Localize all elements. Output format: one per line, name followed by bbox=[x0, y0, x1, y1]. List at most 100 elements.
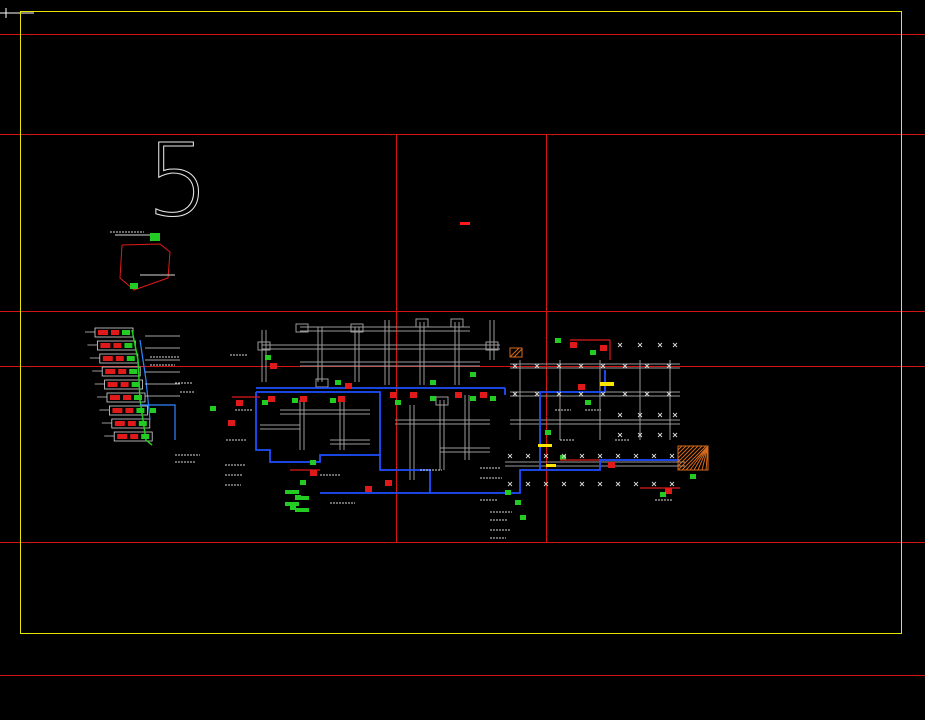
valve-icon bbox=[310, 460, 316, 465]
pipe-run bbox=[379, 455, 431, 493]
valve-icon bbox=[490, 396, 496, 401]
valve-icon bbox=[292, 398, 298, 403]
hatched-shaft-icon bbox=[509, 347, 523, 358]
valve-icon bbox=[590, 350, 596, 355]
diffuser-x-icon bbox=[597, 481, 603, 487]
equipment-unit-icon bbox=[365, 486, 372, 492]
diffuser-x-icon bbox=[657, 342, 663, 348]
diffuser-x-icon bbox=[578, 363, 584, 369]
equipment-unit-icon bbox=[102, 356, 113, 361]
pipe-run bbox=[140, 404, 176, 440]
valve-icon bbox=[515, 500, 521, 505]
ucs-icon bbox=[0, 8, 34, 18]
diffuser-x-icon bbox=[543, 453, 549, 459]
accent-marker bbox=[546, 464, 556, 467]
equipment-unit-icon bbox=[122, 330, 130, 335]
valve-icon bbox=[290, 505, 296, 510]
valve-icon bbox=[660, 492, 666, 497]
equipment-unit-icon bbox=[127, 421, 136, 426]
diffuser-x-icon bbox=[512, 363, 518, 369]
valve-icon bbox=[545, 430, 551, 435]
diffuser-x-icon bbox=[525, 453, 531, 459]
diffuser-x-icon bbox=[525, 481, 531, 487]
diffuser-x-icon bbox=[543, 481, 549, 487]
pipe-run bbox=[255, 391, 381, 463]
equipment-unit-icon bbox=[390, 392, 397, 398]
equipment-unit-icon bbox=[117, 434, 128, 439]
equipment-unit-icon bbox=[100, 343, 111, 348]
equipment-unit-icon bbox=[600, 345, 607, 351]
riser-pipe bbox=[131, 329, 153, 446]
diffuser-x-icon bbox=[669, 453, 675, 459]
diffuser-x-icon bbox=[556, 363, 562, 369]
equipment-unit-icon bbox=[665, 488, 672, 494]
equipment-unit-icon bbox=[120, 382, 129, 387]
equipment-unit-icon bbox=[480, 392, 487, 398]
equipment-unit-icon bbox=[345, 383, 352, 389]
cabinet-unit-icon bbox=[101, 366, 141, 377]
diffuser-x-icon bbox=[600, 391, 606, 397]
diffuser-x-icon bbox=[561, 453, 567, 459]
valve-icon bbox=[262, 400, 268, 405]
equipment-unit-icon bbox=[136, 408, 145, 413]
valve-icon bbox=[150, 408, 156, 413]
duct-fitting bbox=[485, 341, 499, 351]
pipe-run bbox=[540, 459, 680, 471]
equipment-unit-icon bbox=[123, 395, 131, 400]
diffuser-x-icon bbox=[672, 342, 678, 348]
diffuser-x-icon bbox=[512, 391, 518, 397]
diffuser-x-icon bbox=[579, 481, 585, 487]
equipment-column bbox=[85, 327, 180, 446]
diffuser-grid bbox=[507, 342, 678, 487]
diffuser-x-icon bbox=[633, 453, 639, 459]
diffuser-x-icon bbox=[657, 432, 663, 438]
accent-marker bbox=[538, 444, 552, 447]
valve-icon bbox=[395, 400, 401, 405]
valve-icon bbox=[505, 490, 511, 495]
cabinet-unit-icon bbox=[106, 392, 146, 403]
valve-icon bbox=[690, 474, 696, 479]
equipment-unit-icon bbox=[310, 470, 317, 476]
duct-fitting bbox=[415, 318, 429, 328]
red-marker bbox=[460, 222, 470, 225]
duct-fitting bbox=[257, 341, 271, 351]
equipment-unit-icon bbox=[124, 343, 133, 348]
valve-icon bbox=[430, 380, 436, 385]
equipment-unit-icon bbox=[236, 400, 243, 406]
diffuser-x-icon bbox=[507, 481, 513, 487]
valve-icon bbox=[330, 398, 336, 403]
equipment-unit-icon bbox=[268, 396, 275, 402]
pump-icon bbox=[285, 490, 299, 494]
hatched-shaft-icon bbox=[677, 445, 709, 471]
equipment-unit-icon bbox=[110, 395, 120, 400]
diffuser-x-icon bbox=[615, 481, 621, 487]
valve-icon bbox=[585, 400, 591, 405]
valve-icon bbox=[335, 380, 341, 385]
equipment-unit-icon bbox=[455, 392, 462, 398]
pump-icon bbox=[285, 502, 299, 506]
diffuser-x-icon bbox=[672, 412, 678, 418]
equipment-unit-icon bbox=[105, 369, 116, 374]
valve-icon bbox=[520, 515, 526, 520]
diffuser-x-icon bbox=[644, 391, 650, 397]
equipment-unit-icon bbox=[134, 395, 142, 400]
riser-pipe bbox=[139, 339, 151, 421]
diffuser-x-icon bbox=[637, 412, 643, 418]
duct-fitting bbox=[450, 318, 464, 328]
diffuser-x-icon bbox=[534, 391, 540, 397]
diffuser-x-icon bbox=[622, 363, 628, 369]
diffuser-x-icon bbox=[617, 342, 623, 348]
diffuser-x-icon bbox=[657, 412, 663, 418]
diffuser-x-icon bbox=[651, 453, 657, 459]
diffuser-x-icon bbox=[644, 363, 650, 369]
equipment-unit-icon bbox=[98, 330, 108, 335]
valve-icon bbox=[470, 372, 476, 377]
equipment-unit-icon bbox=[410, 392, 417, 398]
diffuser-x-icon bbox=[507, 453, 513, 459]
duct-fitting bbox=[350, 323, 364, 333]
equipment-unit-icon bbox=[115, 356, 124, 361]
ductwork bbox=[257, 318, 685, 480]
equipment-unit-icon bbox=[125, 408, 134, 413]
equipment-unit-icon bbox=[270, 363, 277, 369]
